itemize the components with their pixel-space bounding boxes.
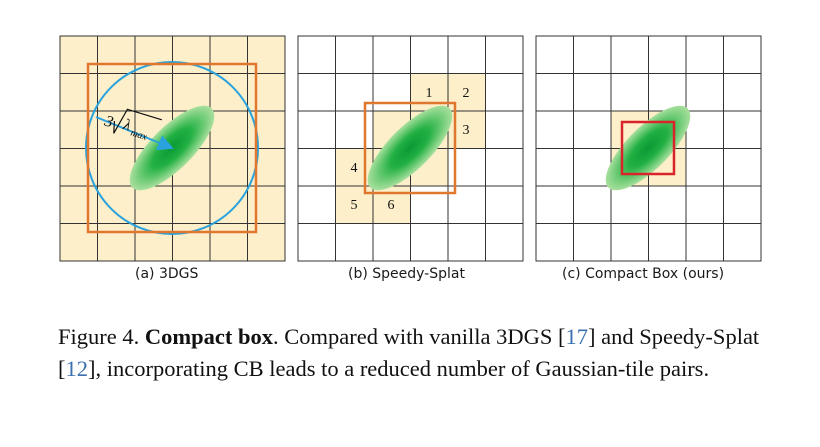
tile-number-2: 2 (463, 86, 470, 101)
tile-number-6: 6 (388, 198, 395, 213)
tile-number-1: 1 (426, 86, 433, 101)
citation-12[interactable]: 12 (66, 356, 89, 381)
panel-c-compact-box (536, 36, 761, 261)
caption-title: Compact box (145, 324, 273, 349)
tile-number-4: 4 (351, 161, 358, 176)
tile-number-5: 5 (351, 198, 358, 213)
panel-c-caption: (c) Compact Box (ours) (562, 266, 724, 282)
panel-a-3dgs: 3 λ max (60, 36, 285, 261)
caption-text-1: . Compared with vanilla 3DGS [ (273, 324, 565, 349)
caption-label: Figure 4. (58, 324, 139, 349)
panel-a-caption: (a) 3DGS (135, 266, 198, 282)
caption-text-3: ], incorporating CB leads to a reduced n… (88, 356, 709, 381)
panel-b-caption: (b) Speedy-Splat (348, 266, 465, 282)
panel-b-speedy-splat: 1 2 3 4 5 6 (298, 36, 523, 261)
citation-17[interactable]: 17 (565, 324, 588, 349)
figure-4: 3 λ max 1 2 3 4 5 6 (0, 0, 820, 300)
tile-number-3: 3 (463, 123, 470, 138)
figure-caption: Figure 4. Compact box. Compared with van… (58, 321, 770, 385)
